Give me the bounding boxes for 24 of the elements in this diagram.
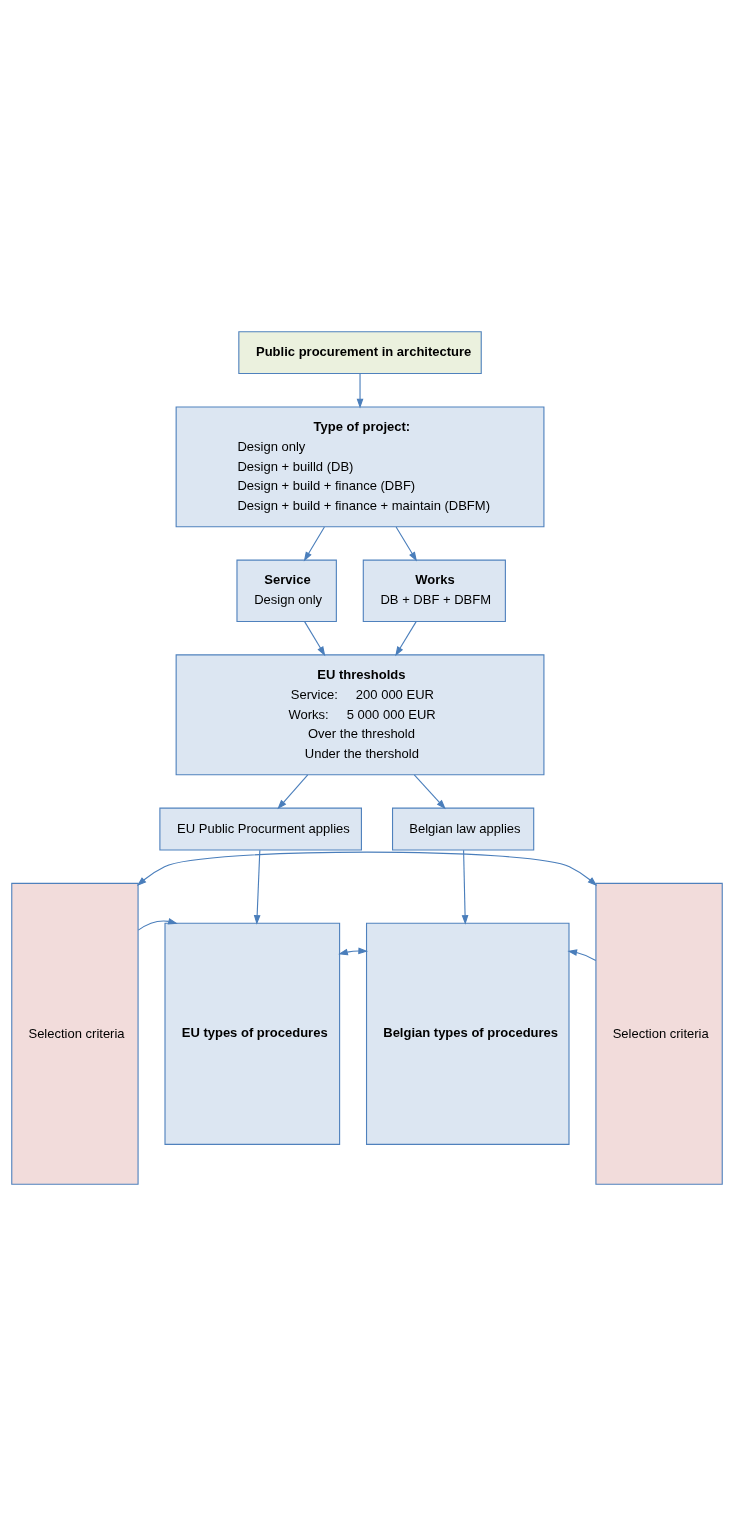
node-box: Public procurement in architecture	[238, 330, 482, 374]
node-box: Works DB + DBF + DBFM	[362, 559, 506, 622]
arrow	[395, 620, 417, 656]
arrow	[395, 526, 417, 561]
arrow	[303, 526, 325, 561]
arrow	[277, 773, 309, 809]
node-box: EU thresholds Service: 200 000 EUR Works: 5 000 000 EUR Over the threshold Under the thershold	[175, 653, 545, 775]
arrow	[137, 917, 178, 931]
arrow	[413, 773, 446, 809]
node-box: Belgian law applies	[392, 807, 535, 850]
node-box: Selection criteria	[595, 882, 723, 1185]
arrow	[253, 849, 261, 925]
arrow	[567, 948, 597, 961]
arrow	[338, 947, 368, 955]
node-box: EU types of procedures	[164, 922, 341, 1145]
arrow	[136, 851, 598, 886]
arrow	[304, 620, 326, 656]
node-box: Selection criteria	[11, 882, 139, 1185]
node-box: Type of project: Design only Design + builld (DB) Design + build + finance (DBF) Design + build + finance + maintain (DBFM)	[175, 405, 545, 527]
arrow	[356, 372, 364, 408]
node-box: EU Public Procurment applies	[159, 807, 362, 850]
arrow	[461, 849, 469, 925]
node-box: Service Design only	[236, 559, 337, 622]
node-box: Belgian types of procedures	[366, 922, 570, 1145]
